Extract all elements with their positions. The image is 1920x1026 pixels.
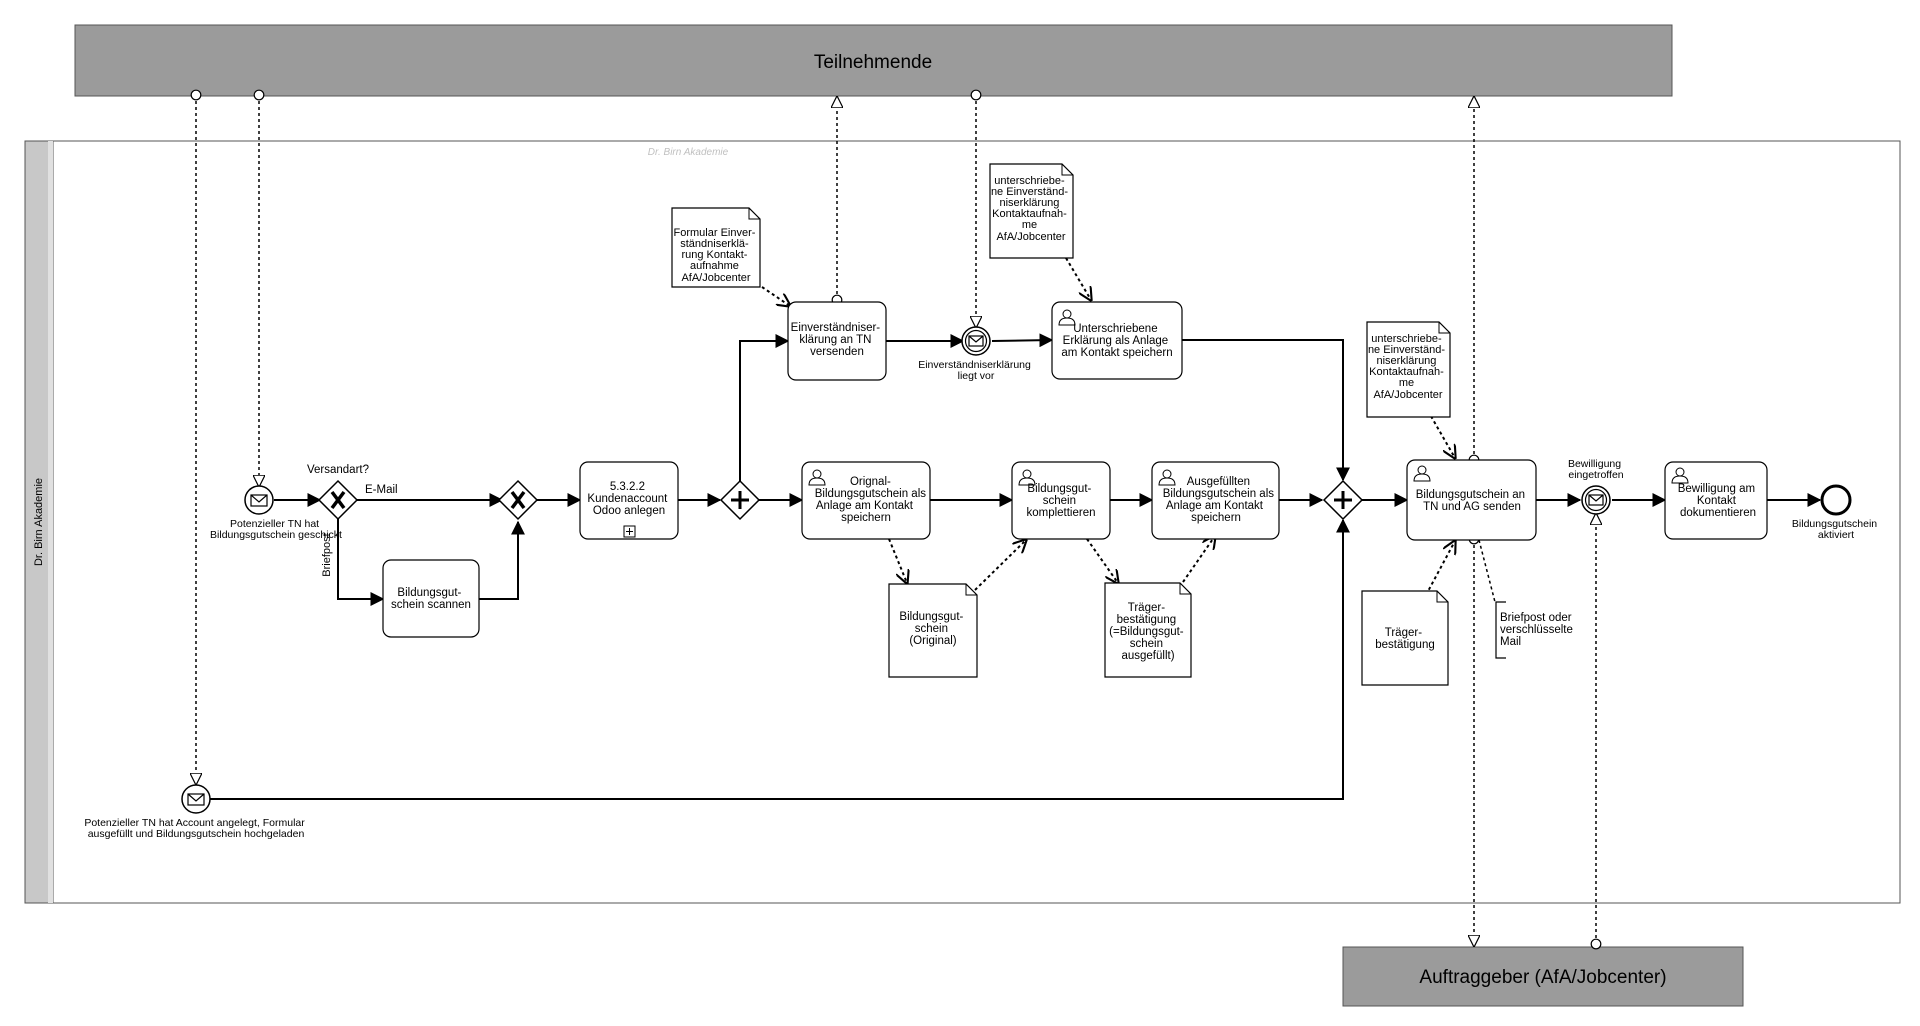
gateway-join-parallel[interactable] bbox=[1322, 479, 1364, 521]
message-flows bbox=[196, 95, 1596, 946]
task-document-approval-label: Bewilligung am Kontakt dokumentieren bbox=[1678, 483, 1759, 519]
end-event[interactable]: Bildungsgutschein aktiviert bbox=[1792, 484, 1880, 541]
task-scan-voucher[interactable]: Bildungsgut- schein scannen bbox=[382, 559, 480, 638]
start-event-mail-label: Potenzieller TN hat Bildungsgutschein ge… bbox=[210, 518, 342, 541]
task-save-filled-label: Ausgefüllten Bildungsgutschein als Anlag… bbox=[1163, 476, 1277, 524]
plus-square-icon bbox=[623, 525, 636, 538]
task-odoo-label: 5.3.2.2 Kundenaccount Odoo anlegen bbox=[587, 481, 670, 517]
data-object-signed-consent-top-label: unterschriebe- ne Einverständ- niserklär… bbox=[991, 175, 1071, 243]
intermediate-event-consent-label: Einverständniserklärung liegt vor bbox=[918, 359, 1034, 382]
envelope-icon bbox=[250, 494, 268, 507]
data-object-consent-form[interactable]: Formular Einver- ständniserklä- rung Kon… bbox=[671, 207, 761, 288]
task-complete-label: Bildungsgut- schein komplettieren bbox=[1026, 483, 1095, 519]
flow-label-email: E-Mail bbox=[365, 484, 398, 496]
data-object-carrier-confirm[interactable]: Träger- bestätigung bbox=[1361, 590, 1449, 686]
plus-icon bbox=[731, 491, 749, 509]
plus-icon bbox=[1334, 491, 1352, 509]
user-icon bbox=[808, 469, 826, 486]
data-object-voucher-original-label: Bildungsgut- schein (Original) bbox=[899, 611, 966, 647]
x-icon bbox=[510, 490, 526, 510]
x-icon bbox=[330, 490, 346, 510]
user-icon bbox=[1058, 309, 1076, 326]
intermediate-event-approval[interactable]: Bewilligung eingetroffen bbox=[1568, 458, 1624, 515]
start-event-account[interactable]: Potenzieller TN hat Account angelegt, Fo… bbox=[84, 784, 307, 840]
data-object-carrier-confirm-filled[interactable]: Träger- bestätigung (=Bildungsgut- schei… bbox=[1104, 582, 1192, 678]
data-object-voucher-original[interactable]: Bildungsgut- schein (Original) bbox=[888, 583, 978, 678]
gateway-merge-xor[interactable] bbox=[497, 479, 539, 521]
task-scan-label: Bildungsgut- schein scannen bbox=[391, 587, 471, 611]
task-odoo-account[interactable]: 5.3.2.2 Kundenaccount Odoo anlegen bbox=[579, 461, 679, 540]
start-event-account-label: Potenzieller TN hat Account angelegt, Fo… bbox=[84, 817, 307, 840]
data-object-carrier-confirm-filled-label: Träger- bestätigung (=Bildungsgut- schei… bbox=[1109, 602, 1187, 662]
envelope-icon bbox=[1588, 494, 1604, 506]
intermediate-event-consent[interactable]: Einverständniserklärung liegt vor bbox=[918, 326, 1034, 382]
user-icon bbox=[1671, 467, 1689, 484]
envelope-icon bbox=[968, 335, 984, 347]
pool-auftraggeber[interactable]: Auftraggeber (AfA/Jobcenter) bbox=[1342, 946, 1744, 1007]
lane-watermark: Dr. Birn Akademie bbox=[648, 147, 729, 158]
data-object-signed-consent-right-label: unterschriebe- ne Einverständ- niserklär… bbox=[1368, 333, 1448, 401]
task-complete-voucher[interactable]: Bildungsgut- schein komplettieren bbox=[1011, 461, 1111, 540]
task-send-voucher-label: Bildungsgutschein an TN und AG senden bbox=[1416, 489, 1529, 513]
pool-title-auftraggeber: Auftraggeber (AfA/Jobcenter) bbox=[1419, 967, 1666, 988]
pool-teilnehmende[interactable]: Teilnehmende bbox=[74, 24, 1673, 97]
gateway-versandart[interactable]: Versandart? bbox=[307, 464, 369, 521]
flow-label-post: Briefpost bbox=[321, 533, 333, 576]
task-save-original-label: Orignal- Bildungsgutschein als Anlage am… bbox=[815, 476, 929, 524]
data-associations bbox=[761, 257, 1455, 596]
intermediate-event-approval-label: Bewilligung eingetroffen bbox=[1568, 458, 1624, 481]
task-send-consent[interactable]: Einverständniser- klärung an TN versende… bbox=[787, 301, 887, 381]
task-send-voucher[interactable]: Bildungsgutschein an TN und AG senden bbox=[1406, 459, 1537, 541]
pool-title-teilnehmende: Teilnehmende bbox=[814, 52, 932, 73]
task-save-filled-voucher[interactable]: Ausgefüllten Bildungsgutschein als Anlag… bbox=[1151, 461, 1280, 540]
text-annotation: Briefpost oder verschlüsselte Mail bbox=[1478, 539, 1576, 659]
gateway-split-parallel[interactable] bbox=[719, 479, 761, 521]
task-document-approval[interactable]: Bewilligung am Kontakt dokumentieren bbox=[1664, 461, 1768, 540]
gateway-question: Versandart? bbox=[307, 464, 369, 476]
task-save-original-voucher[interactable]: Orignal- Bildungsgutschein als Anlage am… bbox=[801, 461, 931, 540]
task-save-signed-consent[interactable]: Unterschriebene Erklärung als Anlage am … bbox=[1051, 301, 1183, 380]
sequence-flows bbox=[210, 333, 1822, 800]
data-object-signed-consent-right[interactable]: unterschriebe- ne Einverständ- niserklär… bbox=[1366, 321, 1451, 418]
data-object-carrier-confirm-label: Träger- bestätigung bbox=[1375, 627, 1434, 651]
data-object-consent-form-label: Formular Einver- ständniserklä- rung Kon… bbox=[674, 227, 759, 284]
user-icon bbox=[1018, 469, 1036, 486]
start-event-mail[interactable]: Potenzieller TN hat Bildungsgutschein ge… bbox=[210, 485, 342, 541]
task-save-signed-label: Unterschriebene Erklärung als Anlage am … bbox=[1061, 323, 1172, 359]
task-send-consent-label: Einverständniser- klärung an TN versende… bbox=[791, 322, 884, 358]
envelope-icon bbox=[187, 793, 205, 806]
lane-title: Dr. Birn Akademie bbox=[33, 478, 45, 566]
user-icon bbox=[1158, 469, 1176, 486]
annotation-text: Briefpost oder verschlüsselte Mail bbox=[1500, 612, 1576, 648]
data-object-signed-consent-top[interactable]: unterschriebe- ne Einverständ- niserklär… bbox=[989, 163, 1074, 259]
end-event-label: Bildungsgutschein aktiviert bbox=[1792, 518, 1880, 541]
user-icon bbox=[1413, 465, 1431, 482]
